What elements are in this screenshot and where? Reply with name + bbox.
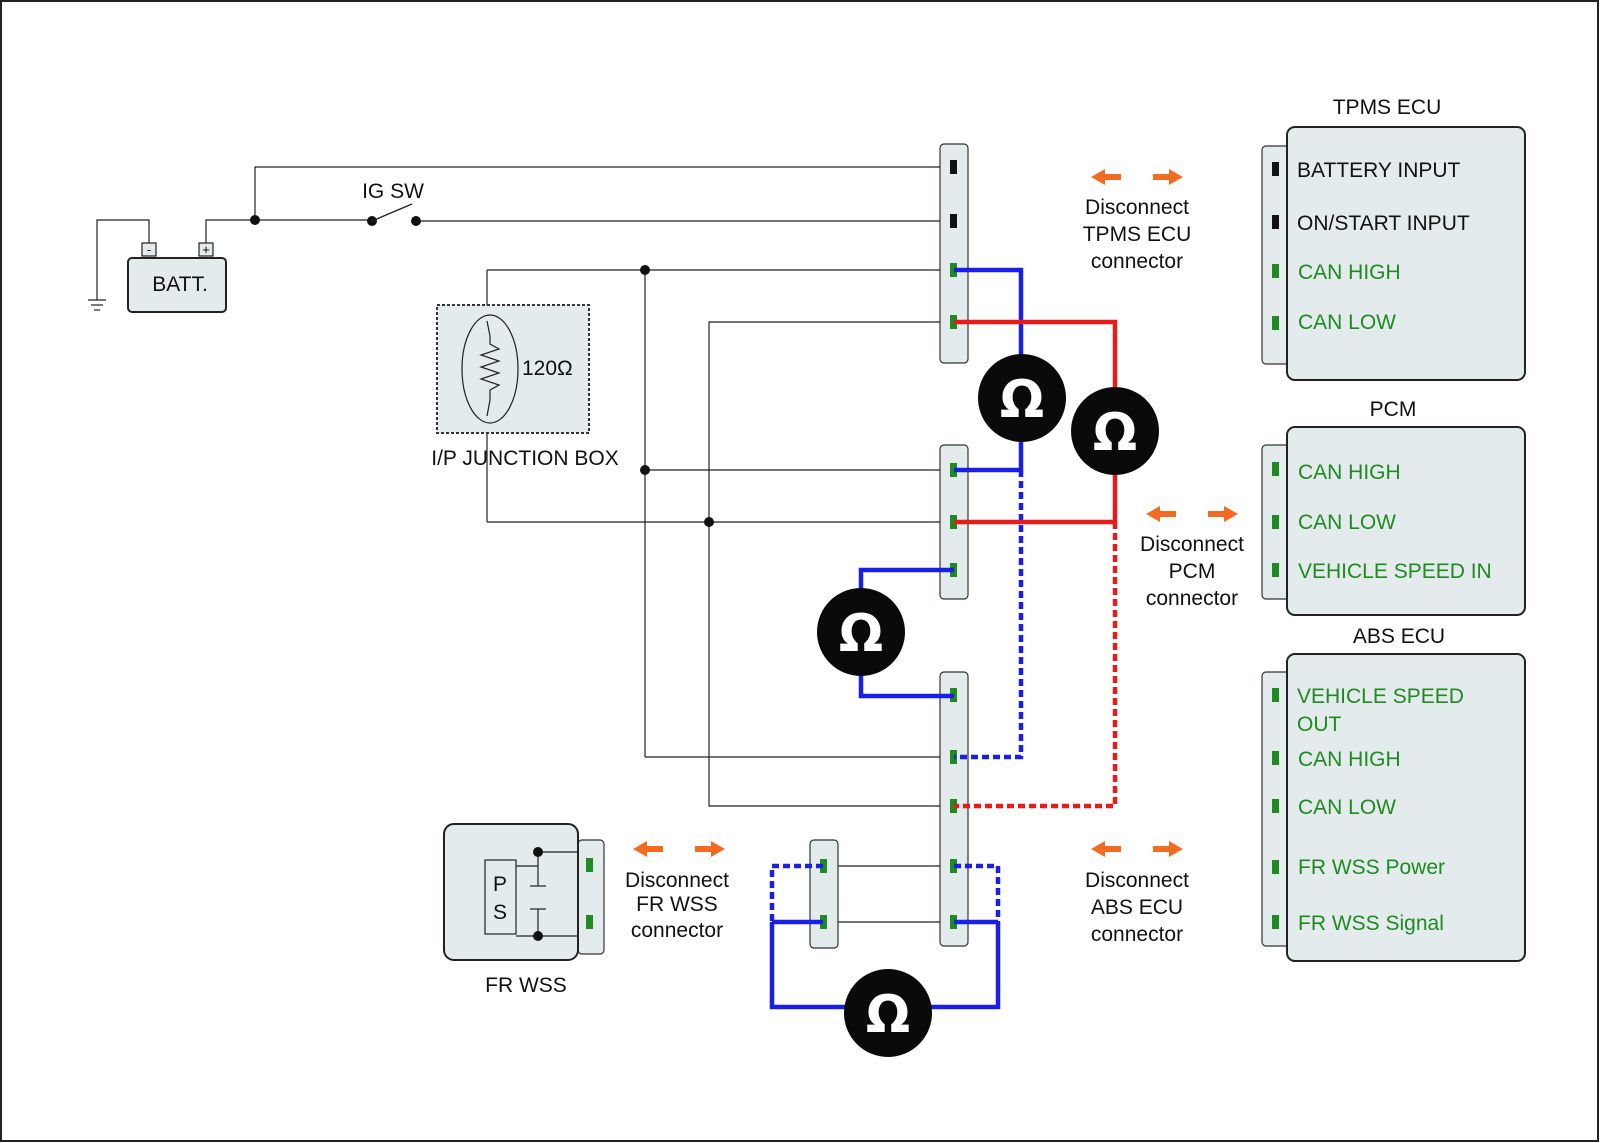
battery-plus-label: + xyxy=(202,242,210,257)
fr-wss-sensor: P S FR WSS xyxy=(443,823,605,997)
tpms-pin-battery-input: BATTERY INPUT xyxy=(1297,159,1461,182)
tpms-pin-can-high: CAN HIGH xyxy=(1298,261,1401,284)
note-line: connector xyxy=(631,919,723,942)
abs-pin-vehicle-speed-out: VEHICLE SPEED xyxy=(1297,685,1464,708)
resistor-value: 120Ω xyxy=(522,357,573,380)
fr-wss-label: FR WSS xyxy=(485,974,567,997)
ohmmeter-fr-wss: Ω xyxy=(844,969,932,1057)
abs-pin-can-low: CAN LOW xyxy=(1298,796,1396,819)
note-line: connector xyxy=(1146,587,1238,610)
note-line: TPMS ECU xyxy=(1083,223,1192,246)
module-tpms-ecu: TPMS ECU BATTERY INPUT ON/START INPUT CA… xyxy=(1261,96,1526,381)
note-line: Disconnect xyxy=(1085,869,1189,892)
note-line: ABS ECU xyxy=(1091,896,1183,919)
abs-pin-fr-wss-power: FR WSS Power xyxy=(1298,856,1445,879)
ig-switch-label: IG SW xyxy=(362,180,424,203)
abs-pin-can-high: CAN HIGH xyxy=(1298,748,1401,771)
splice-dots xyxy=(250,215,714,527)
ohm-symbol: Ω xyxy=(839,604,883,664)
ohm-symbol: Ω xyxy=(1000,370,1044,430)
battery: - + BATT. xyxy=(127,242,227,313)
note-line: connector xyxy=(1091,923,1183,946)
ohmmeter-vehicle-speed: Ω xyxy=(817,588,905,676)
ig-switch: IG SW xyxy=(362,180,424,226)
pcm-pin-can-low: CAN LOW xyxy=(1298,511,1396,534)
tpms-pin-on-start-input: ON/START INPUT xyxy=(1297,212,1470,235)
junction-box-label: I/P JUNCTION BOX xyxy=(431,447,618,470)
ohmmeter-can-high: Ω xyxy=(978,354,1066,442)
note-line: PCM xyxy=(1169,560,1216,583)
note-line: Disconnect xyxy=(625,869,729,892)
ohmmeter-can-low: Ω xyxy=(1071,387,1159,475)
sensor-s: S xyxy=(493,901,507,924)
sensor-p: P xyxy=(493,873,507,896)
battery-label: BATT. xyxy=(152,273,208,296)
module-title: ABS ECU xyxy=(1353,625,1445,648)
junction-box: 120Ω I/P JUNCTION BOX xyxy=(431,304,619,470)
note-abs: Disconnect ABS ECU connector xyxy=(1085,869,1189,946)
module-pcm: PCM CAN HIGH CAN LOW VEHICLE SPEED IN xyxy=(1261,398,1526,616)
pcm-pin-can-high: CAN HIGH xyxy=(1298,461,1401,484)
note-line: Disconnect xyxy=(1085,196,1189,219)
note-line: connector xyxy=(1091,250,1183,273)
module-abs-ecu: ABS ECU VEHICLE SPEED OUT CAN HIGH CAN L… xyxy=(1261,625,1526,962)
tpms-pin-can-low: CAN LOW xyxy=(1298,311,1396,334)
note-tpms: Disconnect TPMS ECU connector xyxy=(1083,196,1192,273)
ohm-symbol: Ω xyxy=(866,985,910,1045)
abs-pin-vehicle-speed-out-line2: OUT xyxy=(1297,713,1342,736)
thin-wiring xyxy=(88,166,954,923)
abs-pin-fr-wss-signal: FR WSS Signal xyxy=(1298,912,1444,935)
note-fr-wss: Disconnect FR WSS connector xyxy=(625,869,729,942)
module-title: PCM xyxy=(1370,398,1417,421)
note-pcm: Disconnect PCM connector xyxy=(1140,533,1244,610)
module-title: TPMS ECU xyxy=(1333,96,1442,119)
ohm-symbol: Ω xyxy=(1093,403,1137,463)
breakout-connectors xyxy=(809,143,969,949)
pcm-pin-vehicle-speed-in: VEHICLE SPEED IN xyxy=(1298,560,1492,583)
disconnect-arrows xyxy=(633,169,1238,857)
note-line: FR WSS xyxy=(636,893,718,916)
battery-minus-label: - xyxy=(147,242,151,257)
note-line: Disconnect xyxy=(1140,533,1244,556)
